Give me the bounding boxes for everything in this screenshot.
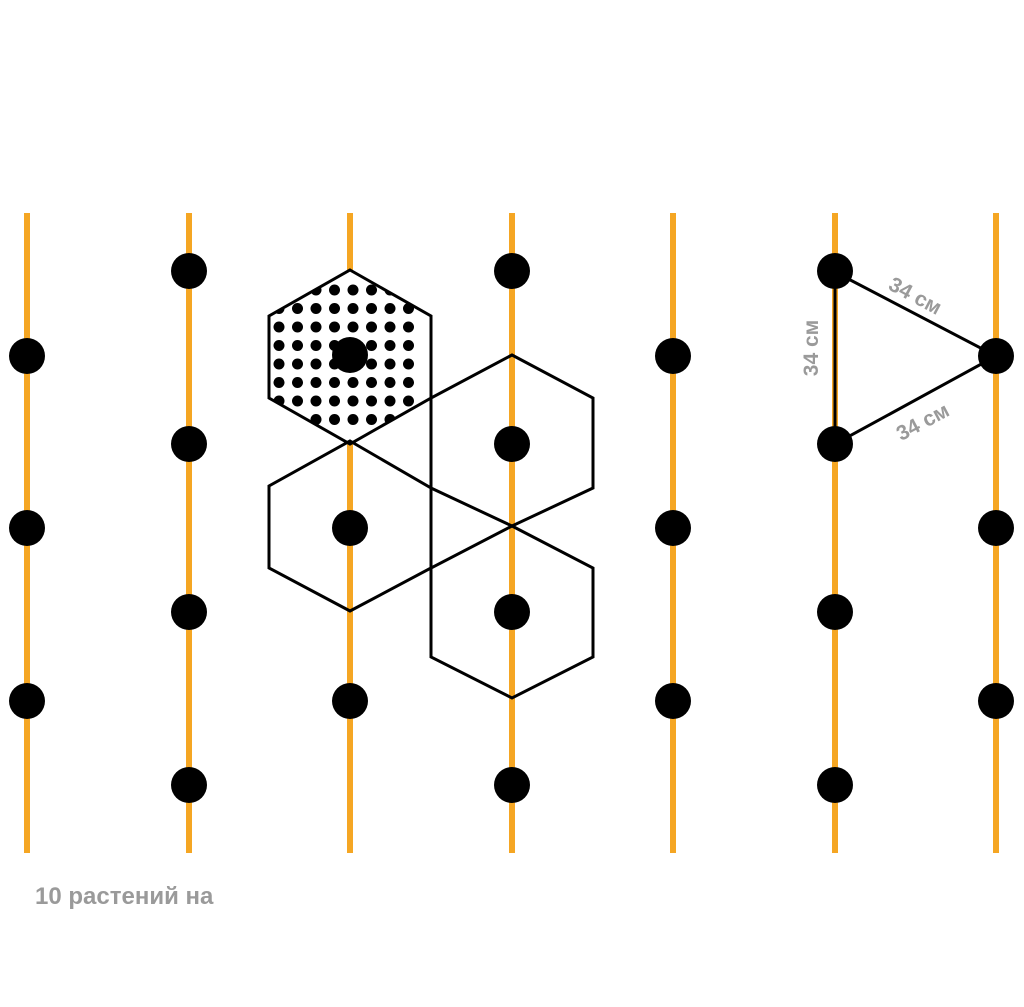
- pattern-dot: [310, 303, 322, 314]
- plant-dot: [655, 683, 691, 719]
- hexagon-outline: [429, 524, 595, 700]
- pattern-dot: [310, 377, 322, 388]
- pattern-dot: [366, 340, 377, 351]
- pattern-dot: [273, 377, 285, 388]
- plant-dot: [9, 510, 45, 546]
- pattern-dot: [403, 414, 414, 425]
- pattern-dot: [273, 340, 285, 351]
- pattern-dot: [403, 395, 414, 407]
- plant-dot: [494, 767, 530, 803]
- plant-dot: [494, 426, 530, 462]
- hexagon-cells: [267, 353, 595, 700]
- pattern-dot: [310, 395, 322, 407]
- pattern-dot: [310, 340, 322, 351]
- pattern-dot: [366, 358, 377, 370]
- plant-dot: [171, 426, 207, 462]
- plant-dot: [9, 683, 45, 719]
- pattern-dot: [292, 358, 303, 370]
- pattern-dot: [347, 284, 359, 296]
- plant-dot: [978, 683, 1014, 719]
- pattern-dot: [292, 284, 303, 296]
- pattern-dot: [292, 321, 303, 333]
- pattern-dot: [273, 414, 285, 425]
- pattern-dot: [292, 340, 303, 351]
- pattern-dot: [310, 321, 322, 333]
- pattern-dot: [366, 321, 377, 333]
- plant-dot: [171, 253, 207, 289]
- pattern-dot: [403, 377, 414, 388]
- pattern-dot: [347, 321, 359, 333]
- plant-dot: [171, 767, 207, 803]
- plant-dot: [817, 426, 853, 462]
- pattern-dot: [273, 358, 285, 370]
- pattern-dot: [403, 321, 414, 333]
- pattern-dot: [366, 377, 377, 388]
- plant-dot: [494, 253, 530, 289]
- hexagon-outline: [267, 439, 433, 613]
- pattern-dot: [384, 340, 396, 351]
- pattern-dot: [403, 358, 414, 370]
- pattern-dot: [329, 321, 340, 333]
- pattern-dot: [329, 377, 340, 388]
- pattern-dot: [403, 340, 414, 351]
- pattern-dot: [347, 395, 359, 407]
- pattern-dot: [329, 303, 340, 314]
- pattern-dot: [347, 303, 359, 314]
- plants: [9, 253, 1014, 803]
- plant-dot: [817, 767, 853, 803]
- hexagon-outline: [267, 268, 433, 446]
- pattern-dot: [384, 395, 396, 407]
- plant-dot: [978, 338, 1014, 374]
- pattern-dot: [384, 377, 396, 388]
- pattern-dot: [329, 414, 340, 425]
- pattern-dot: [292, 395, 303, 407]
- pattern-dot: [366, 414, 377, 425]
- pattern-dot: [347, 414, 359, 425]
- pattern-dot: [366, 303, 377, 314]
- pattern-dot: [384, 321, 396, 333]
- plant-dot: [332, 683, 368, 719]
- pattern-dot: [329, 395, 340, 407]
- plant-dot: [817, 594, 853, 630]
- spacing-triangle: [833, 269, 1000, 447]
- plant-dot: [171, 594, 207, 630]
- plant-dot: [978, 510, 1014, 546]
- pattern-dot: [366, 395, 377, 407]
- pattern-dot: [329, 284, 340, 296]
- pattern-dot: [384, 358, 396, 370]
- plant-dot: [332, 337, 368, 373]
- plant-dot: [494, 594, 530, 630]
- pattern-dot: [347, 377, 359, 388]
- triangle-side-left-label: 34 см: [800, 320, 823, 376]
- plant-dot: [817, 253, 853, 289]
- caption-text: 10 растений на: [35, 883, 214, 910]
- pattern-dot: [366, 284, 377, 296]
- plant-dot: [655, 510, 691, 546]
- pattern-dot: [273, 321, 285, 333]
- plant-dot: [655, 338, 691, 374]
- pattern-dot: [403, 284, 414, 296]
- plant-dot: [332, 510, 368, 546]
- pattern-dot: [292, 303, 303, 314]
- plant-dot: [9, 338, 45, 374]
- pattern-dot: [310, 358, 322, 370]
- pattern-dot: [292, 377, 303, 388]
- pattern-dot: [384, 303, 396, 314]
- row-lines: [24, 213, 999, 853]
- pattern-dot: [273, 284, 285, 296]
